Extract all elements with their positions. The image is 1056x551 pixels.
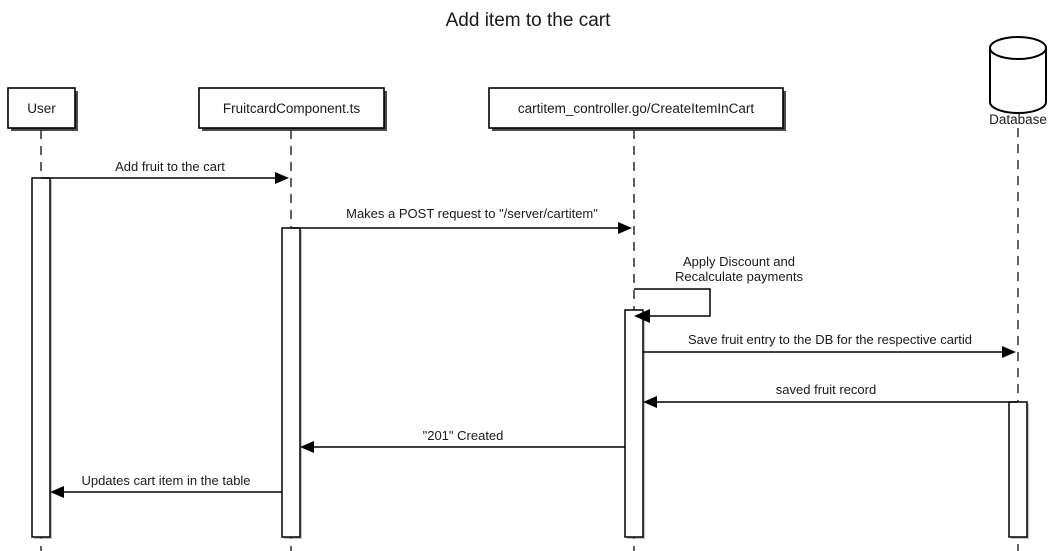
message-add-fruit-to-cart-label: Add fruit to the cart bbox=[115, 159, 225, 174]
participant-user-label: User bbox=[27, 101, 56, 116]
participant-user-box bbox=[7, 87, 76, 129]
message-post-request-label: Makes a POST request to "/server/cartite… bbox=[346, 206, 598, 221]
message-save-fruit-entry-label: Save fruit entry to the DB for the respe… bbox=[688, 332, 972, 347]
message-add-fruit-to-cart: Add fruit to the cart bbox=[41, 159, 289, 184]
participant-database[interactable]: Database bbox=[989, 36, 1047, 127]
participant-fruitcard-label: FruitcardComponent.ts bbox=[223, 101, 361, 116]
participant-controller[interactable]: cartitem_controller.go/CreateItemInCart bbox=[488, 87, 786, 131]
database-icon-top bbox=[989, 36, 1047, 60]
arrow-head-icon bbox=[618, 222, 632, 234]
database-icon-body bbox=[989, 47, 1047, 114]
message-saved-fruit-record-label: saved fruit record bbox=[776, 382, 876, 397]
activation-database bbox=[1008, 401, 1029, 539]
message-apply-discount-label-line1: Apply Discount and bbox=[683, 254, 795, 269]
message-apply-discount-self-call: Apply Discount and Recalculate payments bbox=[634, 254, 803, 323]
arrow-head-icon bbox=[634, 309, 650, 323]
arrow-head-icon bbox=[275, 172, 289, 184]
participant-fruitcard[interactable]: FruitcardComponent.ts bbox=[198, 87, 387, 131]
page-title: Add item to the cart bbox=[446, 10, 611, 31]
message-201-created-label: "201" Created bbox=[423, 428, 504, 443]
message-apply-discount-loop-line bbox=[634, 288, 711, 317]
activation-controller bbox=[624, 309, 645, 539]
message-apply-discount-label-line2: Recalculate payments bbox=[675, 269, 803, 284]
participant-database-label: Database bbox=[989, 112, 1047, 127]
activation-fruitcard bbox=[281, 227, 302, 539]
message-save-fruit-entry: Save fruit entry to the DB for the respe… bbox=[643, 332, 1016, 358]
participant-controller-box bbox=[488, 87, 784, 129]
participant-controller-label: cartitem_controller.go/CreateItemInCart bbox=[518, 101, 755, 116]
arrow-head-icon bbox=[643, 396, 657, 408]
message-post-request: Makes a POST request to "/server/cartite… bbox=[291, 206, 632, 234]
arrow-head-icon bbox=[1002, 346, 1016, 358]
arrow-head-icon bbox=[50, 486, 64, 498]
participant-fruitcard-box bbox=[198, 87, 385, 129]
arrow-head-icon bbox=[300, 441, 314, 453]
message-updates-cart-item-label: Updates cart item in the table bbox=[81, 473, 250, 488]
message-updates-cart-item: Updates cart item in the table bbox=[50, 473, 282, 498]
participant-user[interactable]: User bbox=[7, 87, 78, 131]
activation-user bbox=[31, 177, 52, 539]
message-saved-fruit-record: saved fruit record bbox=[643, 382, 1018, 408]
message-201-created: "201" Created bbox=[300, 428, 625, 453]
